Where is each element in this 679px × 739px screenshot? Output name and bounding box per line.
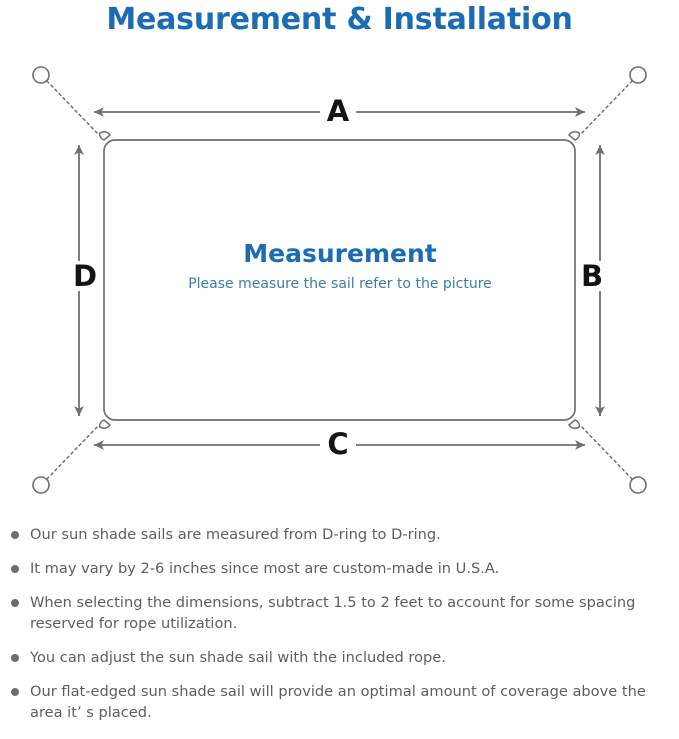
notes-list: Our sun shade sails are measured from D-… [0, 524, 679, 736]
d-ring-bottom-right [568, 419, 581, 429]
d-ring-bottom-left [98, 419, 111, 429]
d-ring-top-right [568, 131, 581, 141]
list-item: Our flat-edged sun shade sail will provi… [0, 681, 679, 723]
bullet-icon [11, 654, 19, 662]
dimension-label-c: C [320, 429, 356, 459]
list-item: You can adjust the sun shade sail with t… [0, 647, 679, 668]
rope-line-bottom-right [579, 424, 633, 480]
page-title: Measurement & Installation [106, 2, 573, 37]
dimension-label-a: A [320, 96, 356, 126]
anchor-top-right [629, 66, 647, 84]
sail-center-title: Measurement [243, 239, 437, 268]
rope-line-top-left [46, 80, 100, 136]
note-text: You can adjust the sun shade sail with t… [30, 649, 446, 666]
list-item: It may vary by 2-6 inches since most are… [0, 558, 679, 579]
dimension-label-d: D [68, 261, 102, 291]
note-text: Our flat-edged sun shade sail will provi… [30, 683, 646, 721]
note-text: It may vary by 2-6 inches since most are… [30, 560, 500, 577]
bullet-icon [11, 599, 19, 607]
d-ring-top-left [98, 131, 111, 141]
list-item: Our sun shade sails are measured from D-… [0, 524, 679, 545]
bullet-icon [11, 565, 19, 573]
rope-line-top-right [579, 80, 633, 136]
rope-line-bottom-left [46, 424, 100, 480]
sail-body [103, 139, 576, 421]
dimension-label-b: B [576, 261, 608, 291]
sail-center-subtitle: Please measure the sail refer to the pic… [188, 276, 492, 292]
measurement-diagram: A B C D Measurement Please measure the s… [0, 44, 679, 520]
anchor-top-left [32, 66, 50, 84]
list-item: When selecting the dimensions, subtract … [0, 592, 679, 634]
note-text: Our sun shade sails are measured from D-… [30, 526, 441, 543]
anchor-bottom-right [629, 476, 647, 494]
anchor-bottom-left [32, 476, 50, 494]
bullet-icon [11, 688, 19, 696]
note-text: When selecting the dimensions, subtract … [30, 594, 636, 632]
sail-center-caption: Measurement Please measure the sail refe… [120, 239, 560, 293]
bullet-icon [11, 531, 19, 539]
